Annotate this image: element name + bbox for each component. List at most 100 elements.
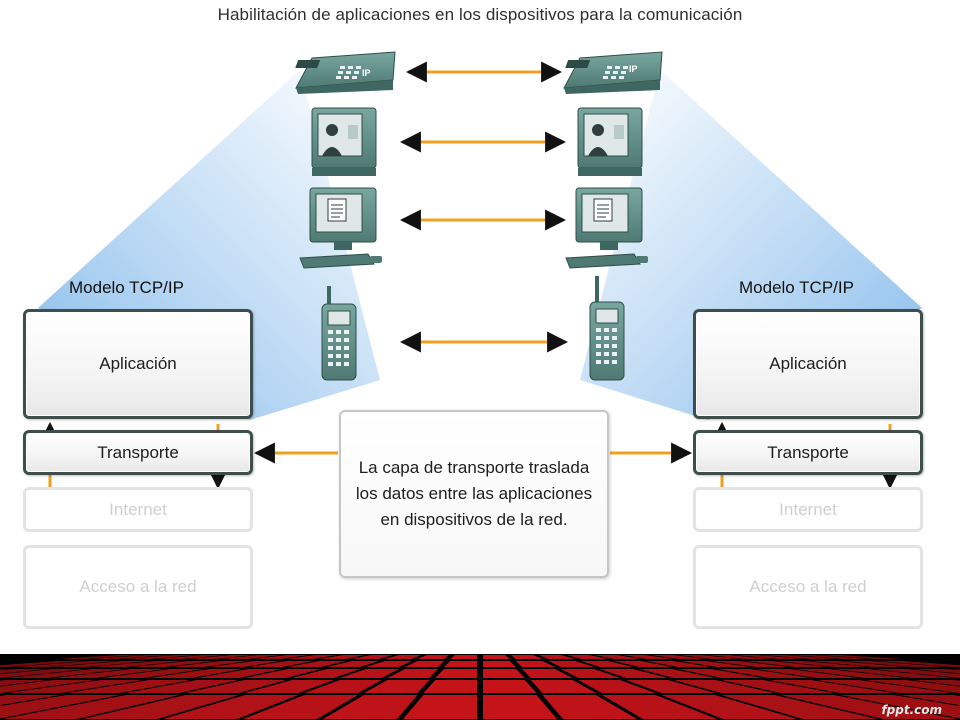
floor-tile	[155, 655, 225, 659]
left-ip-phone-icon: IP	[295, 51, 396, 94]
right-video-monitor-icon	[577, 107, 643, 176]
floor-tile	[763, 655, 837, 659]
floor-tile	[423, 680, 477, 693]
floor-tile	[163, 695, 299, 719]
floor-tile	[90, 655, 169, 659]
page-title: Habilitación de aplicaciones en los disp…	[217, 5, 743, 24]
right-layer-transport: Transporte	[693, 430, 923, 475]
floor-tile	[363, 680, 430, 693]
floor-tile	[530, 680, 597, 693]
floor-tile	[777, 661, 868, 667]
floor-tile	[57, 655, 141, 659]
left-layer-application: Aplicación	[23, 309, 253, 419]
floor-tile	[149, 669, 243, 678]
floor-tile	[286, 655, 337, 659]
footer-decoration: fppt.com	[0, 654, 960, 720]
floor-tile	[101, 669, 204, 678]
floor-tile	[646, 661, 712, 667]
floor-tile	[417, 655, 449, 659]
floor-tile	[810, 661, 907, 667]
floor-tile	[721, 695, 877, 719]
floor-tile	[319, 655, 365, 659]
floor-tile	[323, 695, 418, 719]
floor-tile	[196, 669, 282, 678]
right-layer-internet: Internet	[693, 487, 923, 532]
floor-tile	[0, 680, 96, 693]
floor-tile	[287, 661, 347, 667]
floor-tile	[600, 669, 668, 678]
floor-tile	[819, 655, 903, 659]
left-layer-internet: Internet	[23, 487, 253, 532]
floor-tile	[679, 655, 739, 659]
floor-tile	[522, 669, 573, 678]
floor-tile	[581, 661, 634, 667]
floor-tile	[578, 680, 656, 693]
floor-tile	[561, 669, 621, 678]
right-layer-network-access: Acceso a la red	[693, 545, 923, 629]
floor-tile	[14, 661, 117, 667]
floor-tile	[6, 680, 144, 693]
left-video-monitor-icon	[311, 107, 377, 176]
floor-tile	[515, 661, 556, 667]
floor-tile	[548, 661, 595, 667]
floor-tile	[511, 655, 543, 659]
right-mobile-phone-icon	[589, 276, 625, 381]
floor-tile	[873, 669, 960, 678]
floor-tile	[483, 661, 517, 667]
floor-tile	[53, 669, 165, 678]
floor-tile	[483, 669, 525, 678]
red-tile-floor	[0, 655, 960, 719]
left-layer-network-access: Acceso a la red	[23, 545, 253, 629]
floor-tile	[791, 655, 870, 659]
floor-tile	[221, 655, 281, 659]
floor-tile	[795, 669, 907, 678]
floor-tile	[248, 661, 314, 667]
floor-tile	[567, 655, 608, 659]
floor-tile	[744, 661, 829, 667]
floor-tile	[834, 669, 954, 678]
floor-tile	[0, 661, 85, 667]
right-document-computer-icon	[565, 187, 648, 269]
floor-tile	[0, 669, 87, 678]
floor-tile	[292, 669, 360, 678]
right-ip-phone-icon: IP	[563, 51, 663, 94]
floor-tile	[387, 669, 438, 678]
transport-callout-text: La capa de transporte traslada los datos…	[355, 458, 593, 529]
floor-tile	[304, 680, 382, 693]
right-ip-phone-label: IP	[629, 64, 638, 74]
floor-tile	[209, 661, 281, 667]
floor-tile	[539, 655, 576, 659]
floor-tile	[443, 661, 477, 667]
floor-tile	[542, 695, 637, 719]
floor-tile	[253, 655, 309, 659]
floor-tile	[780, 695, 957, 719]
floor-tile	[435, 669, 477, 678]
floor-tile	[66, 680, 191, 693]
floor-tile	[0, 695, 1, 696]
left-ip-phone-label: IP	[362, 68, 371, 78]
floor-tile	[912, 669, 960, 674]
floor-tile	[673, 680, 775, 693]
floor-tile	[483, 695, 557, 719]
floor-tile	[661, 695, 797, 719]
floor-tile	[123, 655, 197, 659]
floor-tile	[843, 661, 946, 667]
right-layer-application: Aplicación	[693, 309, 923, 419]
left-model-label: Modelo TCP/IP	[69, 278, 184, 297]
left-mobile-phone-icon	[321, 286, 357, 381]
floor-tile	[83, 695, 239, 719]
floor-tile	[170, 661, 248, 667]
floor-tile	[243, 695, 358, 719]
left-layer-transport: Transporte	[23, 430, 253, 475]
left-document-computer-icon	[299, 187, 382, 269]
floor-tile	[712, 661, 790, 667]
floor-tile	[717, 669, 811, 678]
floor-tile	[735, 655, 805, 659]
floor-tile	[679, 661, 751, 667]
floor-tile	[899, 695, 960, 706]
floor-tile	[721, 680, 835, 693]
floor-tile	[244, 669, 321, 678]
floor-tile	[651, 655, 707, 659]
floor-tile	[769, 680, 894, 693]
floor-tile	[602, 695, 717, 719]
